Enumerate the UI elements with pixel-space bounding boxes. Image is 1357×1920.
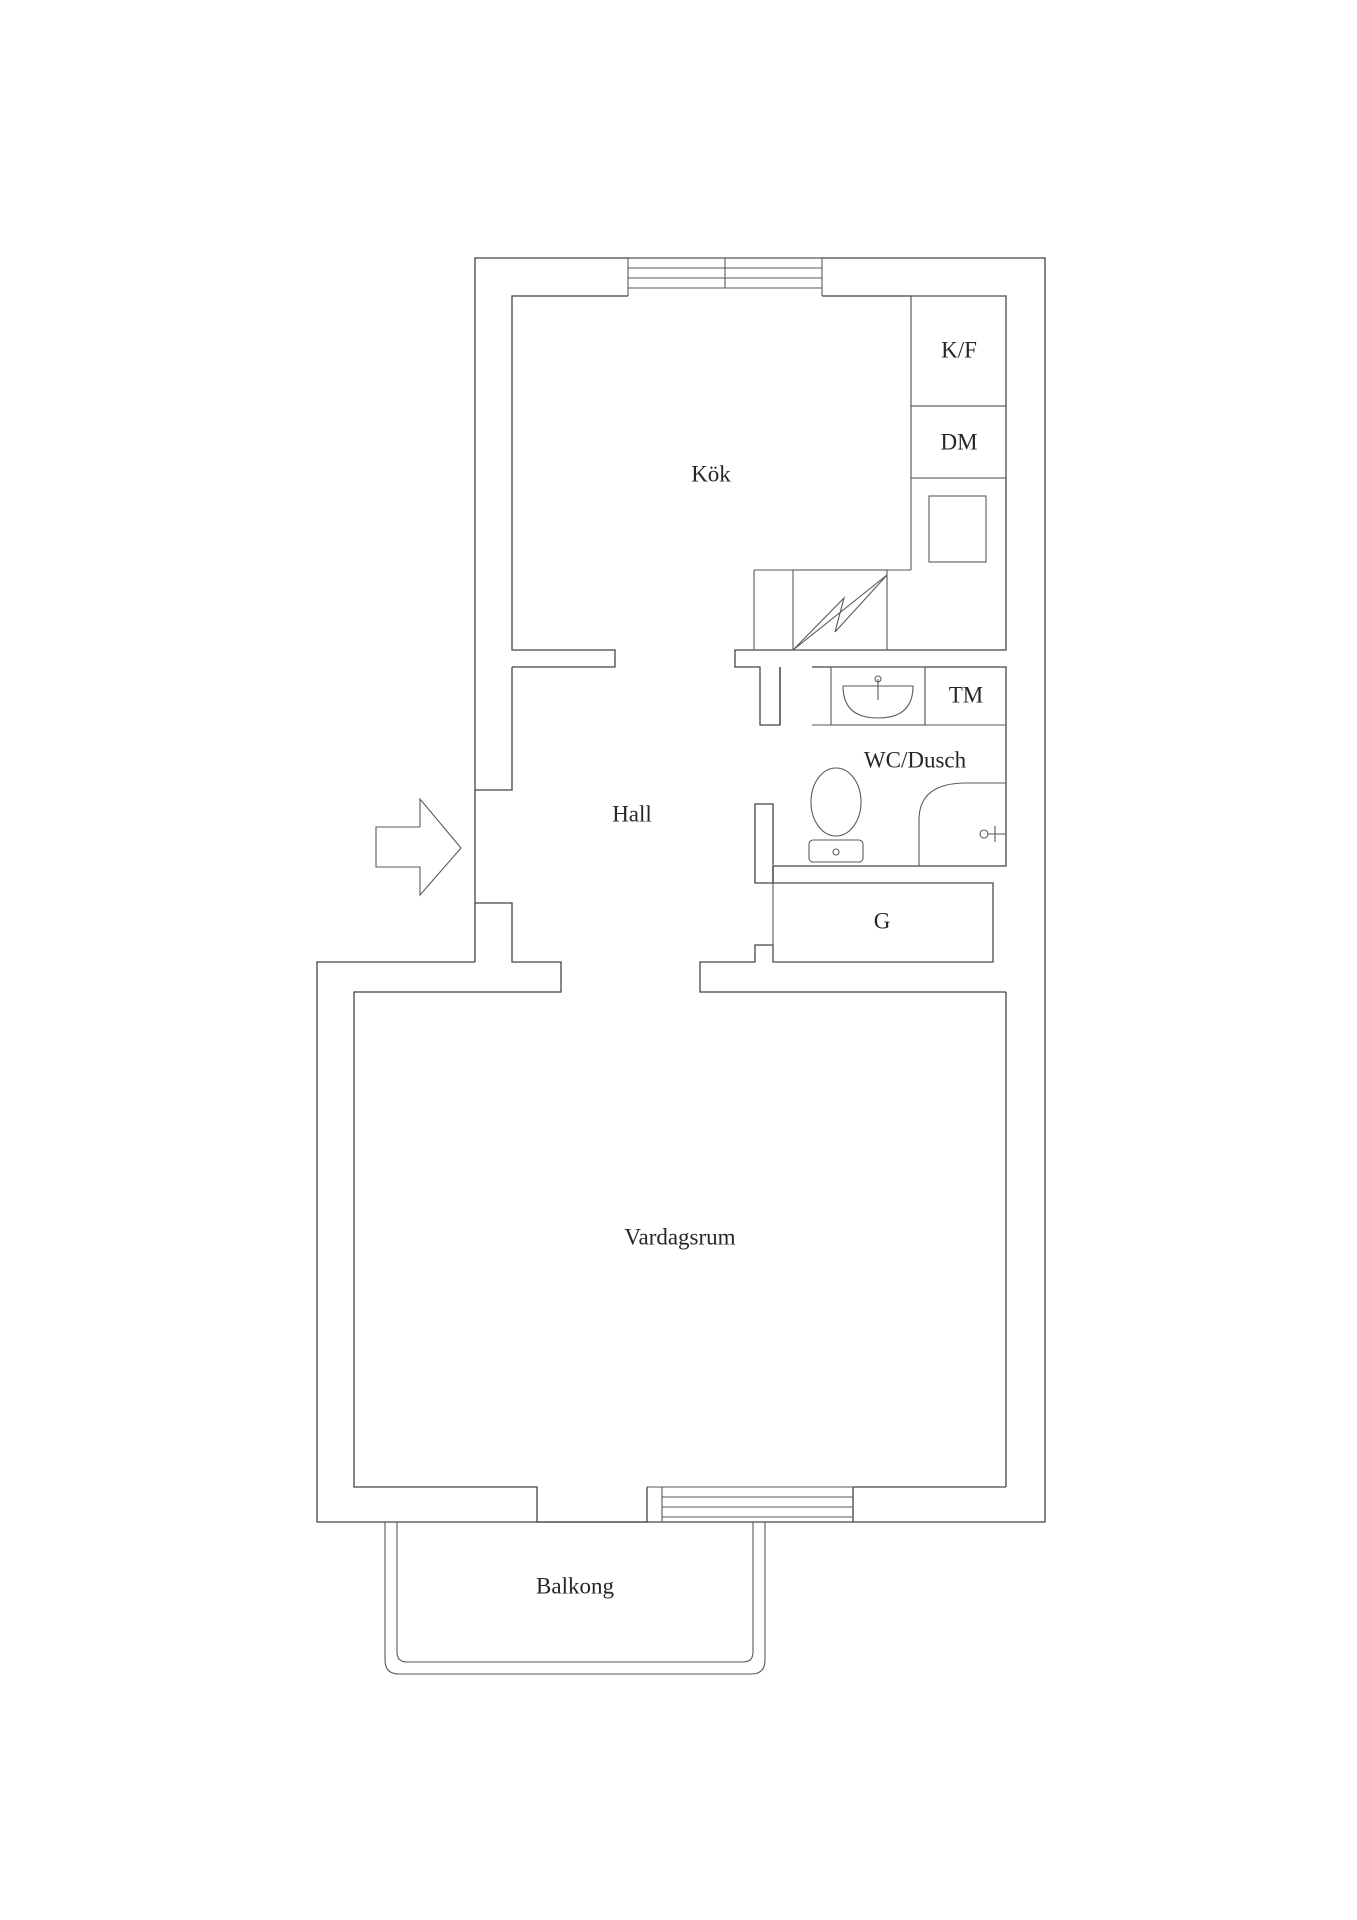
entrance-arrow-icon xyxy=(375,797,462,897)
outer-walls xyxy=(316,257,1046,1523)
label-wardrobe: G xyxy=(874,908,891,933)
label-fridge-freezer: K/F xyxy=(941,337,977,362)
dishwasher-box xyxy=(910,405,1007,479)
stove-icon xyxy=(792,569,888,651)
label-washer: TM xyxy=(949,682,984,707)
wardrobe-box xyxy=(772,882,994,963)
living-room-window xyxy=(646,1486,853,1522)
shower-icon xyxy=(918,782,1006,866)
label-bathroom: WC/Dusch xyxy=(864,747,967,772)
kitchen-counter xyxy=(753,295,1007,651)
bathroom-walls xyxy=(699,666,1007,1522)
label-kitchen: Kök xyxy=(691,461,731,486)
label-balcony: Balkong xyxy=(536,1573,614,1598)
hall-walls xyxy=(353,667,562,1522)
electrical-cabinet-icon xyxy=(928,495,987,563)
kitchen-window xyxy=(627,257,823,296)
label-hall: Hall xyxy=(612,801,652,826)
toilet-icon xyxy=(808,767,864,863)
balcony-railing xyxy=(384,1522,766,1675)
kitchen-walls xyxy=(511,295,1007,726)
label-living-room: Vardagsrum xyxy=(624,1224,735,1249)
label-dishwasher: DM xyxy=(940,429,977,454)
sink-icon xyxy=(830,666,926,726)
